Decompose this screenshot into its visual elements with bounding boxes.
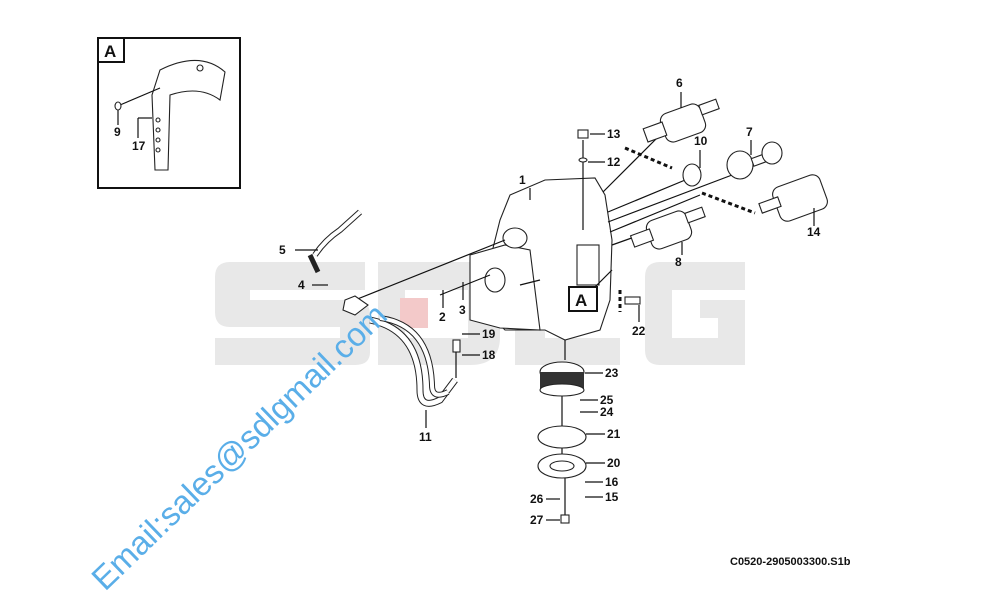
label-14: 14 (807, 225, 821, 239)
detail-a-label: A (104, 42, 116, 61)
label-20: 20 (607, 456, 621, 470)
label-19: 19 (482, 327, 496, 341)
shaft-6 (642, 98, 720, 143)
assembly-lines (354, 134, 756, 515)
callout-a: A (568, 269, 613, 312)
detail-a-inset: A (97, 37, 241, 189)
gear-10 (682, 163, 702, 187)
label-2: 2 (439, 310, 446, 324)
gear-shafts (577, 98, 828, 305)
part-number-labels: 1 2 3 4 5 6 7 8 9 10 11 12 13 14 15 16 1… (114, 76, 821, 527)
label-18: 18 (482, 348, 496, 362)
callout-a-label: A (575, 291, 587, 310)
label-9: 9 (114, 125, 121, 139)
label-21: 21 (607, 427, 621, 441)
label-6: 6 (676, 76, 683, 90)
plug-22 (624, 296, 641, 305)
washer-12 (578, 157, 588, 163)
shaft-14 (758, 174, 828, 222)
label-12: 12 (607, 155, 621, 169)
label-13: 13 (607, 127, 621, 141)
label-1: 1 (519, 173, 526, 187)
label-4: 4 (298, 278, 305, 292)
label-23: 23 (605, 366, 619, 380)
drawing-code: C0520-2905003300.S1b (730, 556, 851, 568)
gasket-21 (537, 425, 587, 449)
label-27: 27 (530, 513, 544, 527)
sensor-18 (452, 339, 461, 353)
shaft-7 (726, 141, 783, 180)
label-5: 5 (279, 243, 286, 257)
label-15: 15 (605, 490, 619, 504)
filter-covers (537, 361, 587, 524)
label-11: 11 (419, 430, 432, 444)
label-24: 24 (600, 405, 614, 419)
label-16: 16 (605, 475, 619, 489)
label-17: 17 (132, 139, 146, 153)
label-8: 8 (675, 255, 682, 269)
plug-27 (560, 514, 570, 524)
label-26: 26 (530, 492, 544, 506)
leader-lines (295, 92, 815, 521)
shaft-8 (629, 206, 706, 250)
label-7: 7 (746, 125, 753, 139)
label-3: 3 (459, 303, 466, 317)
transmission-housing (469, 177, 613, 341)
bolt-13 (577, 129, 589, 139)
label-25: 25 (600, 393, 614, 407)
label-10: 10 (694, 134, 708, 148)
pipes (307, 209, 461, 407)
label-22: 22 (632, 324, 646, 338)
